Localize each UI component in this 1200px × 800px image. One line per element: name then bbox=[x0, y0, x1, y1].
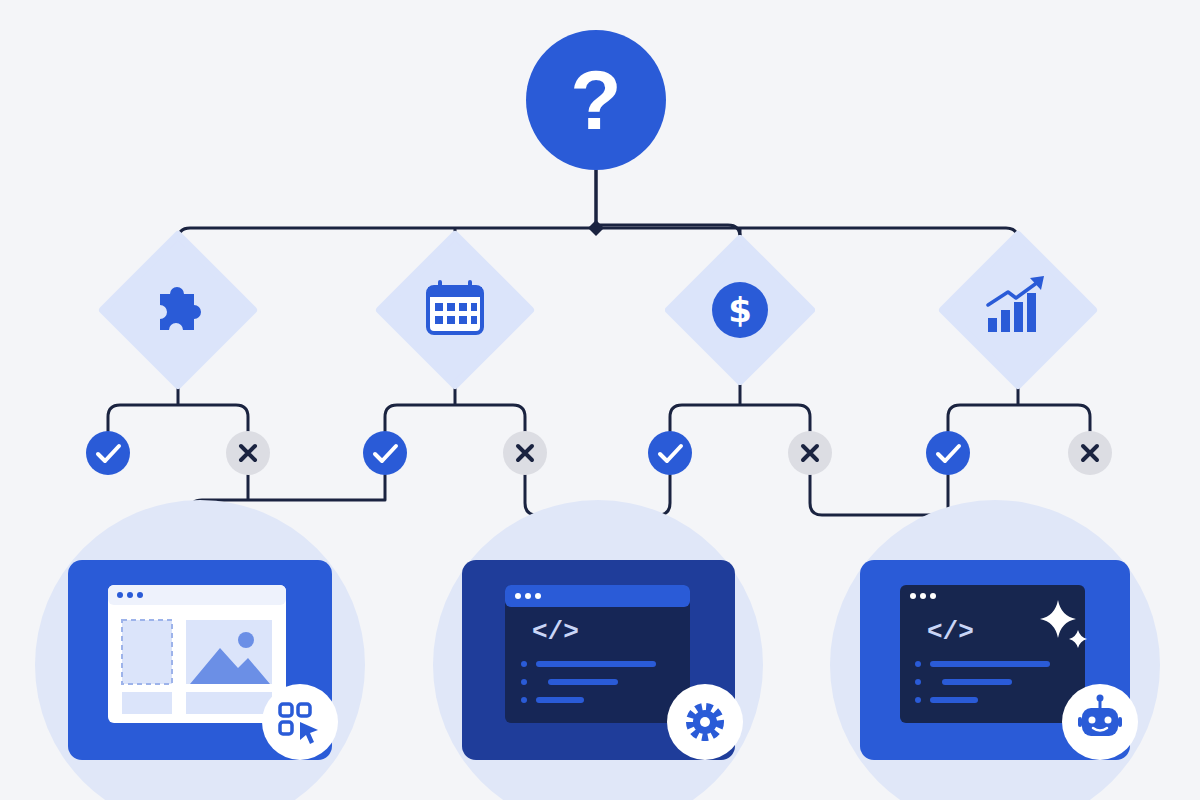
custom-code-card bbox=[462, 560, 743, 760]
node-text: $ bbox=[728, 293, 752, 327]
cost-decision-diamond: $ bbox=[665, 235, 815, 385]
tree-wires bbox=[108, 170, 1090, 546]
calendar-icon bbox=[428, 280, 482, 333]
ai-code-card bbox=[860, 560, 1138, 760]
code-symbol: </> bbox=[532, 619, 579, 645]
branch-connector bbox=[596, 170, 740, 237]
question-circle: ? bbox=[526, 30, 666, 170]
code-symbol: </> bbox=[927, 619, 974, 645]
no-code-builder-card bbox=[68, 560, 338, 760]
growth-chart-icon bbox=[988, 276, 1044, 332]
decision-diamonds bbox=[103, 235, 1093, 385]
node-text: ? bbox=[570, 58, 621, 142]
puzzle-icon bbox=[160, 287, 201, 330]
halo-circles bbox=[35, 500, 1160, 800]
yes-no-marks bbox=[86, 431, 1112, 475]
